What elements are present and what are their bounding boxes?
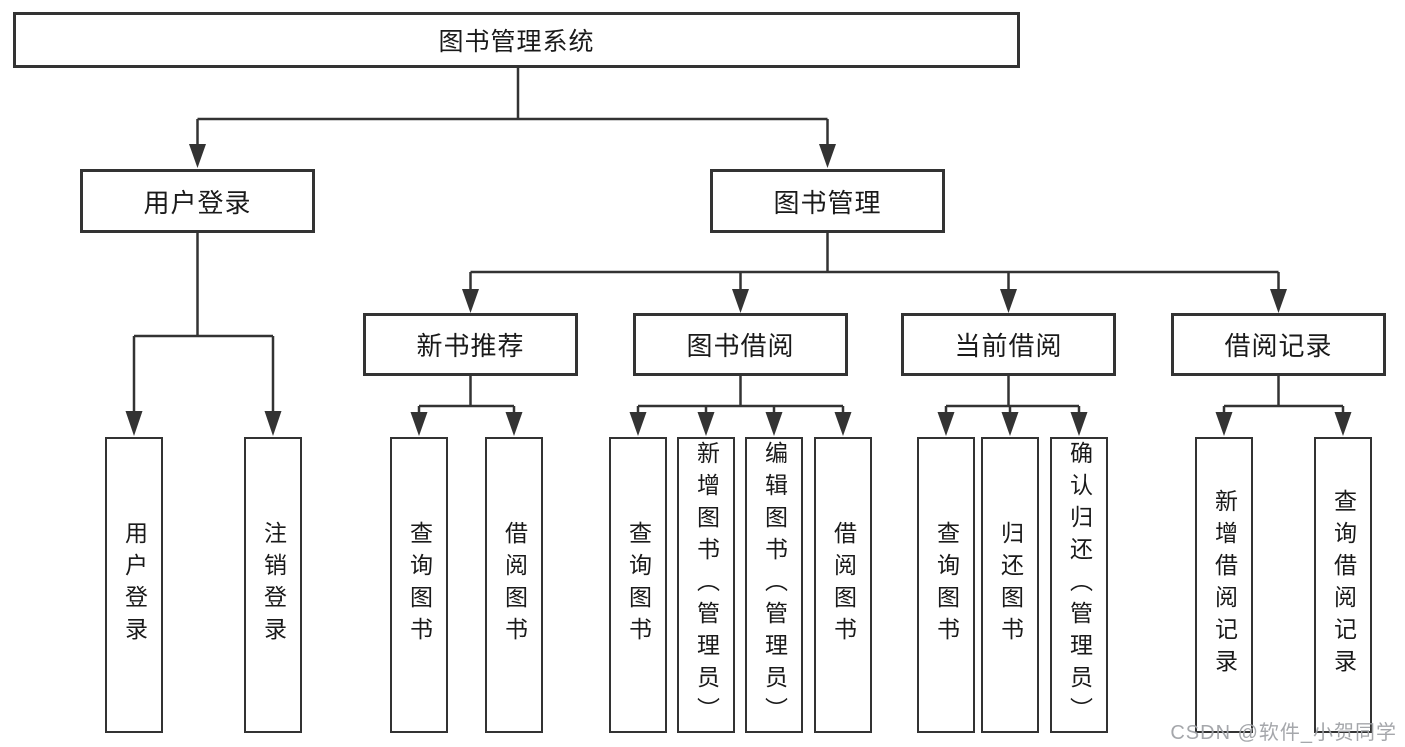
node-new-book-recommendation: 新书推荐 (363, 313, 578, 376)
node-current-borrowing: 当前借阅 (901, 313, 1116, 376)
node-label: 新书推荐 (416, 331, 525, 361)
leaf-logout: 注销登录 (244, 437, 302, 733)
leaf-label: 用户登录 (121, 521, 148, 649)
node-label: 借阅记录 (1224, 331, 1333, 361)
leaf-label: 注销登录 (260, 521, 287, 649)
node-label: 图书借阅 (686, 331, 795, 361)
leaf-label: 查询图书 (933, 521, 960, 649)
leaf-query-borrowing-record: 查询借阅记录 (1314, 437, 1372, 733)
leaf-borrow-books: 借阅图书 (814, 437, 872, 733)
leaf-query-books-current: 查询图书 (917, 437, 975, 733)
node-borrowing-records: 借阅记录 (1171, 313, 1386, 376)
leaf-label: 借阅图书 (501, 521, 528, 649)
node-label: 当前借阅 (954, 331, 1063, 361)
node-label: 图书管理 (773, 187, 882, 218)
leaf-add-borrowing-record: 新增借阅记录 (1195, 437, 1253, 733)
leaf-query-books-borrow: 查询图书 (609, 437, 667, 733)
node-book-management: 图书管理 (710, 169, 945, 233)
node-library-management-system: 图书管理系统 (13, 12, 1020, 68)
node-label: 用户登录 (143, 187, 252, 218)
leaf-label: 归还图书 (997, 521, 1024, 649)
leaf-borrow-books-recommend: 借阅图书 (485, 437, 543, 733)
leaf-label: 借阅图书 (830, 521, 857, 649)
leaf-label: 新增图书（管理员） (693, 441, 720, 729)
node-user-login: 用户登录 (80, 169, 315, 233)
leaf-label: 查询借阅记录 (1330, 489, 1357, 681)
leaf-query-books-recommend: 查询图书 (390, 437, 448, 733)
leaf-add-books-admin: 新增图书（管理员） (677, 437, 735, 733)
leaf-user-login: 用户登录 (105, 437, 163, 733)
leaf-label: 查询图书 (406, 521, 433, 649)
leaf-return-books: 归还图书 (981, 437, 1039, 733)
leaf-label: 编辑图书（管理员） (761, 441, 788, 729)
leaf-confirm-return-admin: 确认归还（管理员） (1050, 437, 1108, 733)
node-label: 图书管理系统 (438, 28, 595, 56)
leaf-edit-books-admin: 编辑图书（管理员） (745, 437, 803, 733)
leaf-label: 确认归还（管理员） (1066, 441, 1093, 729)
node-book-borrowing: 图书借阅 (633, 313, 848, 376)
leaf-label: 新增借阅记录 (1211, 489, 1238, 681)
leaf-label: 查询图书 (625, 521, 652, 649)
csdn-watermark: CSDN @软件_小贺同学 (1170, 722, 1397, 744)
